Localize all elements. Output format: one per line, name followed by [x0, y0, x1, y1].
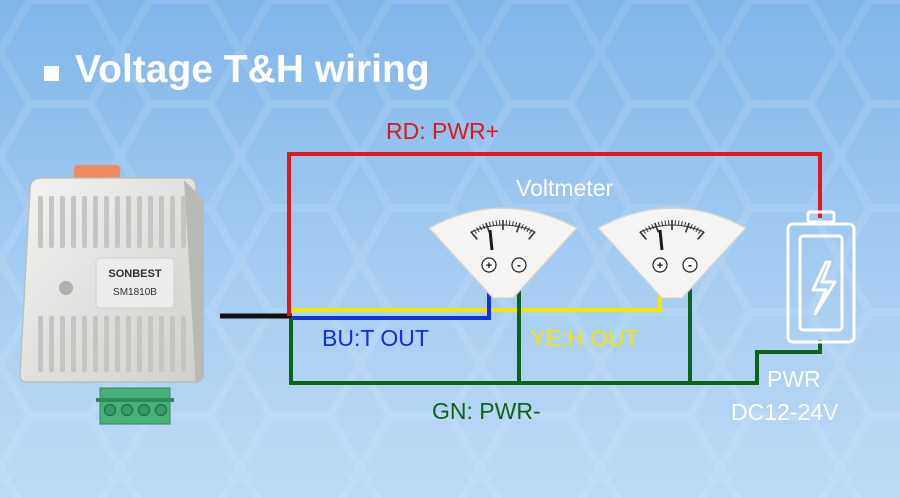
vent-slot: [126, 196, 131, 248]
scale-tick: [482, 224, 486, 230]
voltmeter-1-minus-terminal: [511, 257, 527, 273]
scale-tick: [508, 220, 511, 226]
vent-slot: [115, 316, 120, 372]
vent-slot: [104, 316, 109, 372]
voltmeter-1-face: [427, 207, 579, 299]
vent-slot: [148, 316, 153, 372]
label-blue-temp-out: BU:T OUT: [322, 325, 429, 351]
terminal-screw: [154, 403, 168, 417]
vent-slot: [49, 316, 54, 372]
vent-slot: [93, 316, 98, 372]
label-yellow-hum-out: YE:H OUT: [530, 325, 639, 351]
battery-outline: [786, 222, 856, 344]
vent-slot: [71, 196, 76, 248]
vent-slots-top: [38, 196, 186, 248]
vent-slot: [181, 196, 186, 248]
device-side: [184, 180, 204, 384]
vent-slot: [181, 316, 186, 372]
terminal-screw: [103, 403, 117, 417]
scale-tick: [515, 222, 521, 233]
scale-tick: [664, 220, 667, 226]
vent-slot: [170, 196, 175, 248]
title-bullet-icon: [44, 65, 59, 81]
vent-slot: [104, 196, 109, 248]
scale-tick: [495, 220, 498, 226]
scale-tick: [689, 224, 693, 230]
vent-slot: [170, 316, 175, 372]
vent-slot: [49, 196, 54, 248]
vent-slot: [60, 196, 65, 248]
lightning-bolt-icon: [811, 260, 837, 316]
scale-tick: [684, 222, 690, 233]
scale-tick: [520, 224, 524, 230]
voltmeter-2-plus-terminal: [652, 257, 668, 273]
voltmeter-1-minus-sign: -: [517, 258, 521, 272]
page-title-text: Voltage T&H wiring: [75, 48, 430, 91]
voltmeter-2-minus-sign: -: [688, 258, 692, 272]
scale-tick: [677, 220, 680, 226]
vent-slot: [137, 196, 142, 248]
device-label-plate: [95, 257, 175, 309]
terminal-screw: [120, 403, 134, 417]
green-wire: [289, 318, 822, 385]
battery-cap: [806, 210, 836, 224]
vent-slot: [38, 196, 43, 248]
device-mount-hole: [59, 281, 73, 295]
label-power: PWR: [767, 366, 821, 392]
scale-tick: [639, 231, 647, 240]
scale-arc: [639, 224, 705, 233]
vent-slot: [82, 316, 87, 372]
vent-slot: [93, 196, 98, 248]
label-red-power: RD: PWR+: [386, 118, 500, 144]
label-dc-range: DC12-24V: [731, 399, 839, 425]
voltmeter-2-plus-sign: +: [657, 260, 663, 272]
terminal-screws: [103, 403, 168, 417]
scale-arc: [470, 224, 536, 233]
vent-slot: [148, 196, 153, 248]
voltmeter-1: + -: [427, 207, 579, 299]
red-wire: [287, 152, 822, 316]
voltmeter-2-minus-terminal: [682, 257, 698, 273]
vent-slot: [137, 316, 142, 372]
scale-tick: [651, 224, 655, 230]
label-green-power-neg: GN: PWR-: [432, 398, 541, 424]
vent-slot: [159, 316, 164, 372]
page-title: Voltage T&H wiring: [44, 48, 430, 92]
vent-slot: [126, 316, 131, 372]
terminal-screw: [137, 403, 151, 417]
device-brand: SONBEST: [108, 268, 161, 280]
device-model: SM1810B: [113, 287, 157, 298]
scale-tick: [654, 222, 660, 233]
voltmeter-2: + -: [596, 207, 748, 299]
voltmeter-1-scale: [470, 220, 536, 240]
vent-slot: [159, 196, 164, 248]
vent-slot: [71, 316, 76, 372]
vent-slot: [38, 316, 43, 372]
vent-slot: [60, 316, 65, 372]
scale-tick: [470, 231, 478, 240]
voltmeter-1-needle: [488, 229, 494, 251]
battery-icon: [786, 210, 856, 344]
sensor-device: SONBEST SM1810B: [19, 165, 204, 425]
voltmeter-1-plus-terminal: [481, 257, 497, 273]
label-voltmeter: Voltmeter: [516, 175, 614, 201]
voltmeter-2-needle: [658, 229, 664, 251]
voltmeter-2-scale: [639, 220, 705, 240]
scale-tick: [697, 231, 705, 240]
voltmeter-2-face: [596, 207, 748, 299]
vent-slot: [82, 196, 87, 248]
vent-slots-bottom: [38, 316, 186, 372]
voltmeter-1-plus-sign: +: [486, 260, 492, 272]
battery-inner: [798, 234, 844, 332]
terminal-block-ridge: [96, 398, 174, 402]
vent-slot: [115, 196, 120, 248]
scale-tick: [528, 231, 536, 240]
